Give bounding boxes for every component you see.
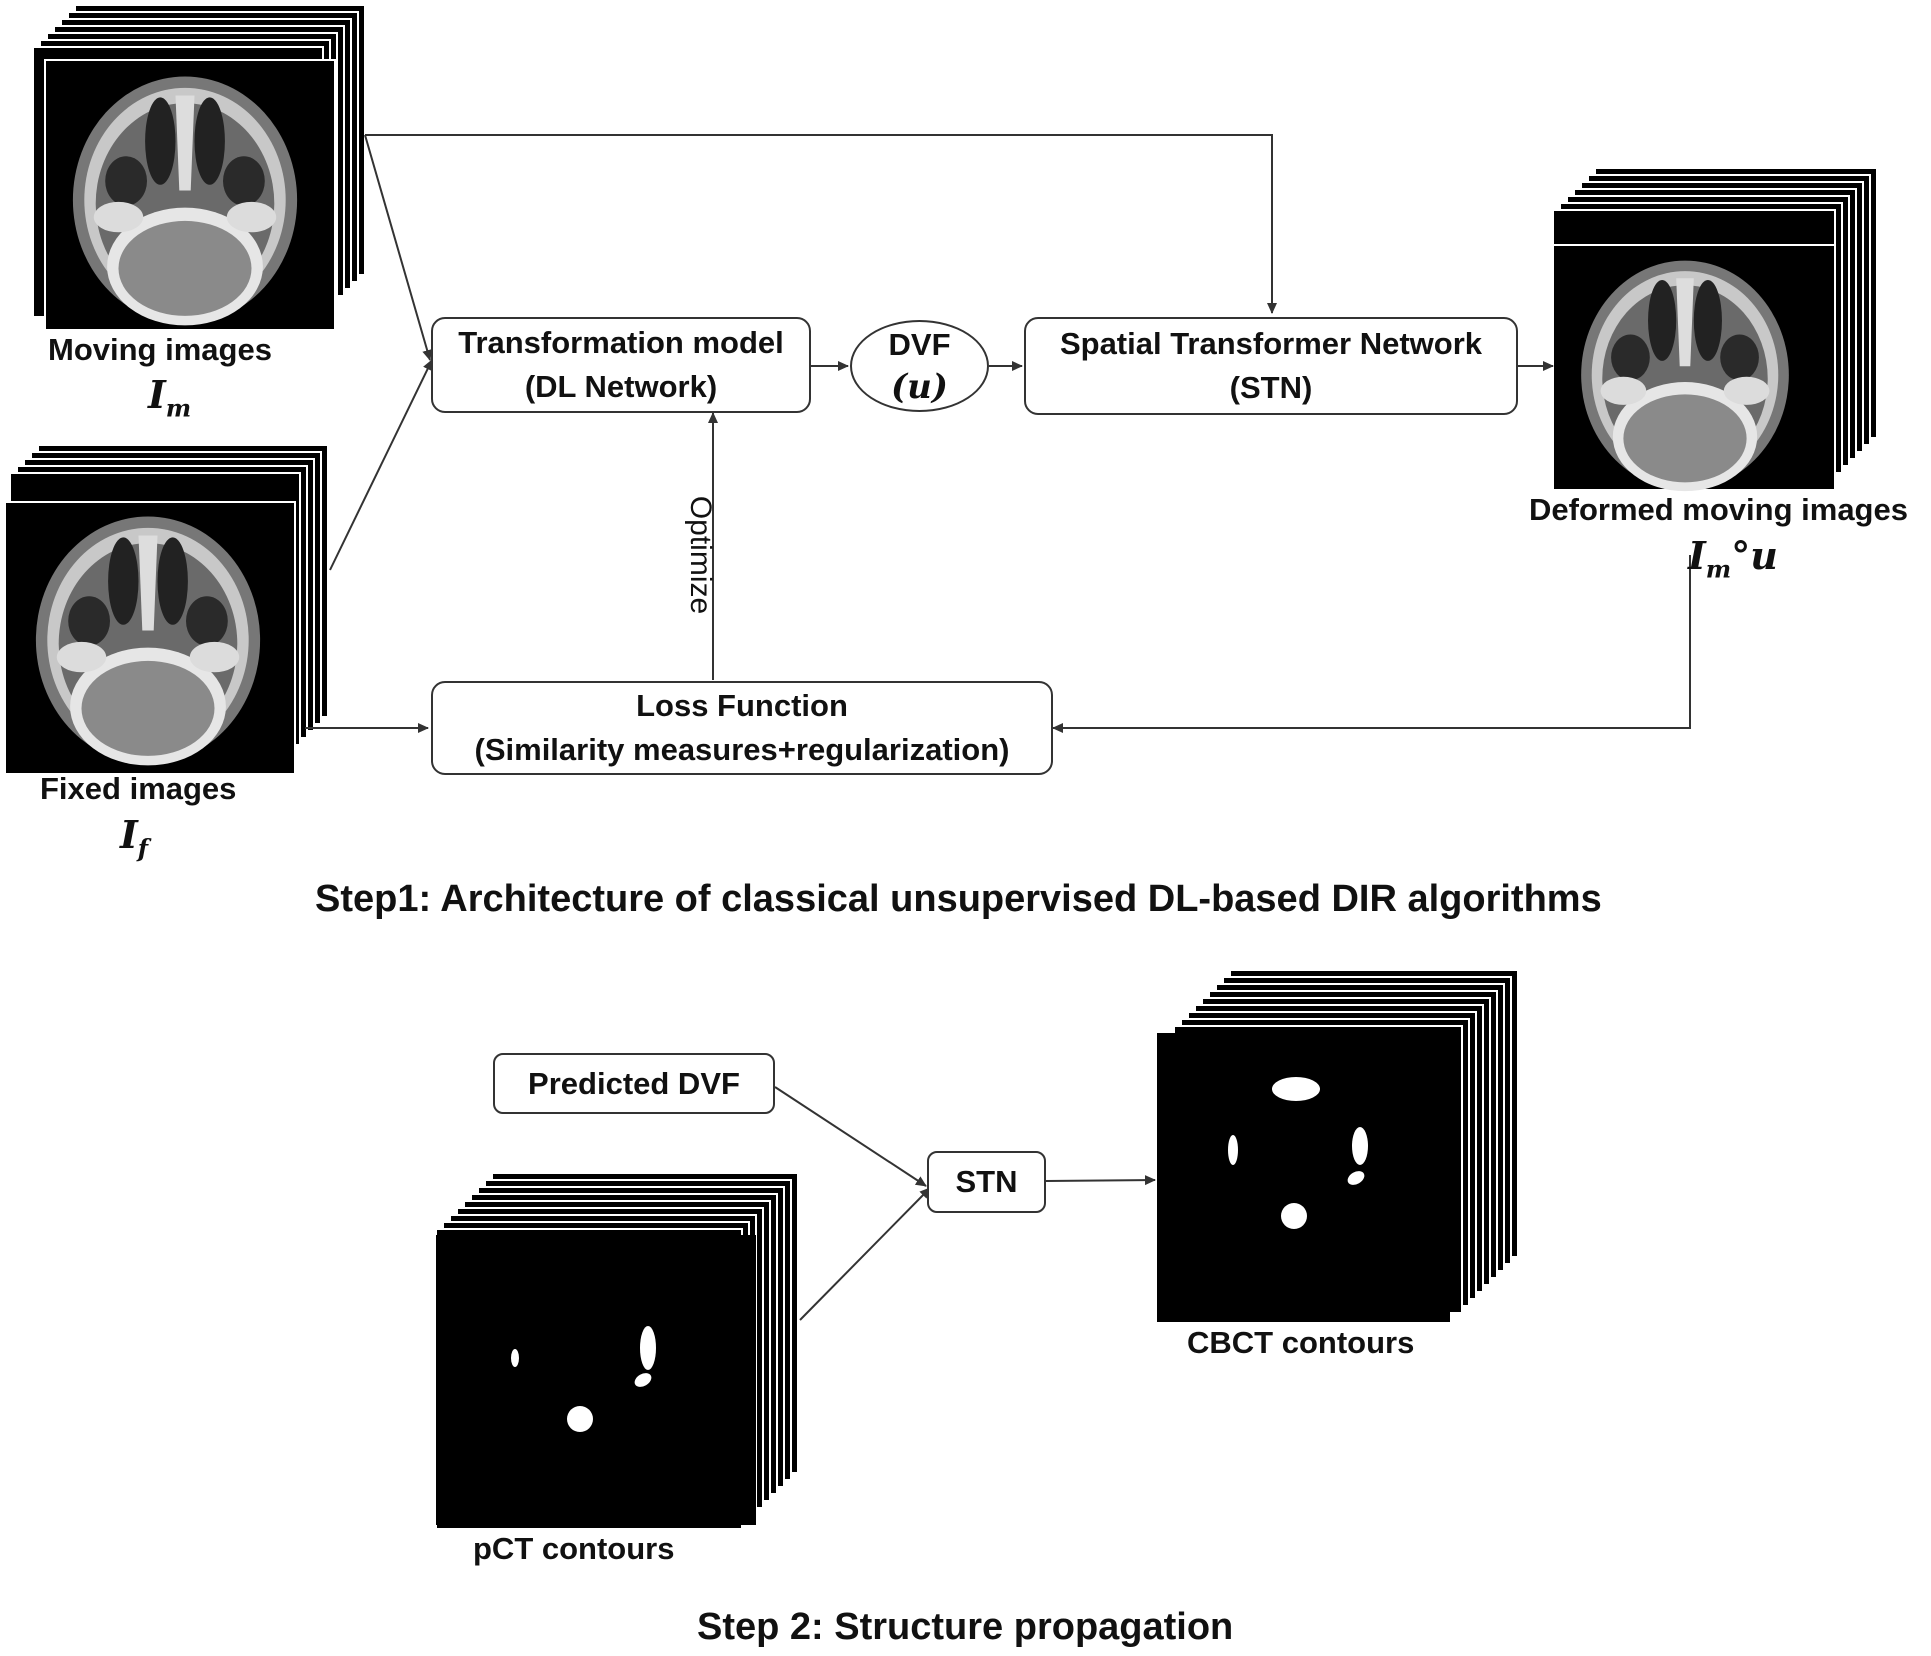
pct-contours-stack [435, 1172, 799, 1530]
stn-box: Spatial Transformer Network (STN) [1024, 317, 1518, 415]
pct-contours-label: pCT contours [473, 1531, 675, 1566]
cbct-contour-bottom [1281, 1203, 1307, 1229]
fixed-ct-slice [35, 516, 261, 766]
deformed-images-symbol: Im°u [1688, 533, 1778, 584]
transformation-model-box: Transformation model (DL Network) [431, 317, 811, 413]
loss-line2: (Similarity measures+regularization) [474, 732, 1010, 767]
step1-caption: Step1: Architecture of classical unsuper… [315, 878, 1602, 920]
optimize-label: Optimize [684, 495, 717, 615]
pct-contour-left [511, 1349, 519, 1367]
stn-line2: (STN) [1229, 370, 1313, 405]
pct-contour-bottom [567, 1406, 593, 1432]
cbct-contour-left [1228, 1135, 1238, 1165]
moving-images-stack [32, 4, 366, 331]
pct-contour-right-lower [634, 1373, 652, 1387]
deformed-ct-slice [1581, 260, 1789, 492]
deformed-to-loss-arrow [1052, 555, 1691, 733]
pct-to-stn-arrow [799, 1187, 931, 1321]
predicted-dvf-box: Predicted DVF [493, 1053, 775, 1114]
deformed-images-label: Deformed moving images [1529, 492, 1908, 527]
deformed-images-stack [1552, 167, 1878, 492]
stn-step2-box: STN [927, 1151, 1046, 1213]
stn-line1: Spatial Transformer Network [1059, 326, 1483, 361]
cbct-contour-right-upper [1352, 1127, 1368, 1165]
stn-to-cbct-arrow [1045, 1175, 1156, 1186]
cbct-contour-right-lower [1347, 1171, 1365, 1185]
cbct-contours-stack [1157, 969, 1519, 1322]
predicted-dvf-label: Predicted DVF [528, 1065, 740, 1101]
fixed-images-stack [4, 444, 329, 775]
transformation-line2: (DL Network) [524, 369, 718, 404]
moving-to-transformation-arrow [364, 134, 433, 361]
dvf-node: DVF (u) [850, 320, 989, 412]
cbct-contour-top [1272, 1077, 1320, 1101]
moving-images-symbol: Im [148, 372, 192, 423]
transformation-line1: Transformation model [458, 325, 784, 360]
dvf-to-stn-step2-arrow [774, 1086, 927, 1187]
loss-line1: Loss Function [636, 688, 848, 723]
fixed-images-label: Fixed images [40, 771, 237, 806]
moving-to-stn-arrow [365, 134, 1277, 314]
fixed-images-symbol: If [120, 812, 149, 863]
moving-ct-slice [72, 76, 298, 326]
cbct-contours-label: CBCT contours [1187, 1325, 1415, 1360]
fixed-to-transformation-arrow [329, 359, 433, 571]
step2-caption: Step 2: Structure propagation [697, 1606, 1234, 1648]
loss-function-box: Loss Function (Similarity measures+regul… [431, 681, 1053, 775]
moving-images-label: Moving images [48, 332, 272, 367]
stn-step2-label: STN [955, 1164, 1018, 1199]
dvf-line2: (u) [891, 367, 948, 407]
dvf-line1: DVF [888, 327, 951, 362]
pct-contour-right-upper [640, 1326, 656, 1370]
